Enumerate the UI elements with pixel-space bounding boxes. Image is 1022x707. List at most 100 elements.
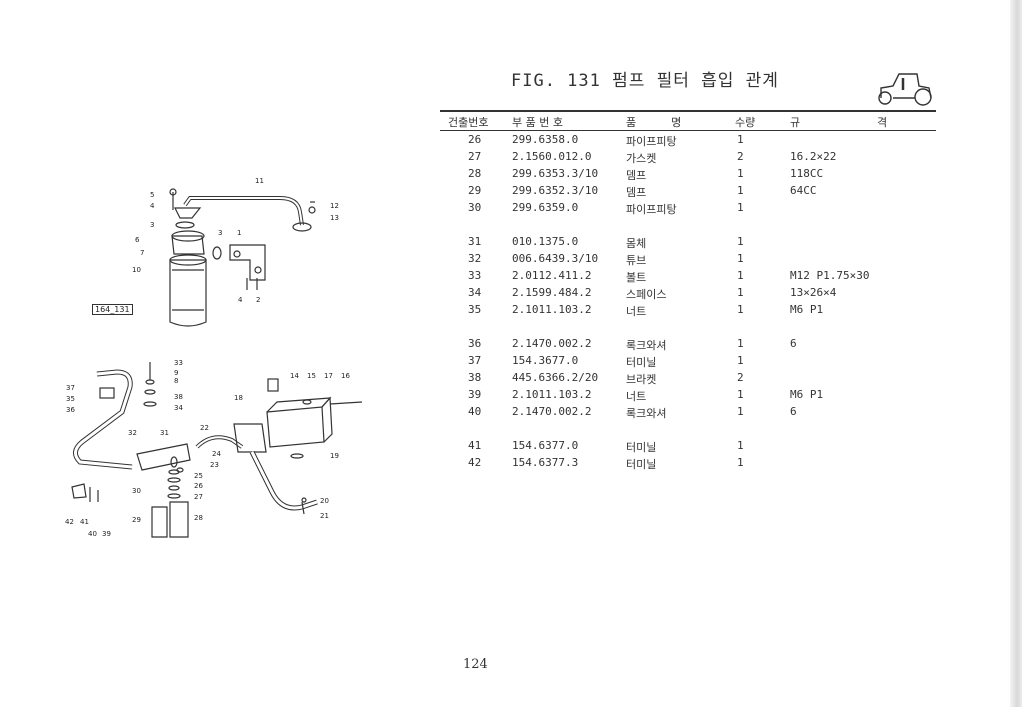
header-qty: 수량 — [735, 116, 756, 129]
quantity: 1 — [737, 456, 744, 469]
callout-42: 42 — [65, 518, 74, 526]
callout-8: 8 — [174, 377, 178, 385]
callout-11: 11 — [255, 177, 264, 185]
part-number: 2.1011.103.2 — [512, 388, 592, 401]
page-number: 124 — [463, 657, 488, 672]
item-no: 31 — [468, 235, 482, 248]
part-number: 2.1560.012.0 — [512, 150, 592, 163]
callout-7: 7 — [140, 249, 144, 257]
callout-27: 27 — [194, 493, 203, 501]
part-name: 터미닐 — [626, 441, 657, 454]
item-no: 39 — [468, 388, 482, 401]
callout-22: 22 — [200, 424, 209, 432]
part-number: 299.6353.3/10 — [512, 167, 599, 180]
callout-4: 4 — [150, 202, 155, 210]
item-no: 37 — [468, 354, 482, 367]
specification: 16.2×22 — [790, 150, 837, 163]
item-no: 40 — [468, 405, 482, 418]
item-no: 26 — [468, 133, 482, 146]
part-number: 2.1470.002.2 — [512, 337, 592, 350]
item-no: 30 — [468, 201, 482, 214]
quantity: 1 — [737, 286, 744, 299]
quantity: 1 — [737, 235, 744, 248]
header-name: 품 명 — [626, 116, 682, 129]
callout-36: 36 — [66, 406, 75, 414]
callout-14: 14 — [290, 372, 299, 380]
part-number: 299.6359.0 — [512, 201, 579, 214]
header-part-no: 부 품 번 호 — [512, 116, 563, 129]
exploded-drawing-pump: 33 9 8 37 35 36 38 34 14 15 17 16 18 32 … — [65, 359, 363, 538]
part-number: 006.6439.3/10 — [512, 252, 599, 265]
callout-18: 18 — [234, 394, 243, 402]
callout-33: 33 — [174, 359, 183, 367]
part-name: 파이프피탕 — [626, 135, 677, 148]
callout-9: 9 — [174, 369, 178, 377]
part-name: 터미닐 — [626, 458, 657, 471]
callout-15: 15 — [307, 372, 316, 380]
callout-41: 41 — [80, 518, 89, 526]
header-spec: 규 격 — [790, 116, 888, 129]
quantity: 1 — [737, 354, 744, 367]
quantity: 2 — [737, 150, 744, 163]
specification: 13×26×4 — [790, 286, 837, 299]
header-item-no: 건출번호 — [448, 116, 489, 129]
table-header-rule — [440, 130, 936, 131]
item-no: 36 — [468, 337, 482, 350]
callout-25: 25 — [194, 472, 203, 480]
specification: M6 P1 — [790, 303, 824, 316]
quantity: 1 — [737, 388, 744, 401]
part-name: 너트 — [626, 390, 647, 403]
part-number: 2.0112.411.2 — [512, 269, 592, 282]
part-name: 뎀프 — [626, 186, 647, 199]
callout-12: 12 — [330, 202, 339, 210]
part-name: 뎀프 — [626, 169, 647, 182]
part-name: 튜브 — [626, 254, 647, 267]
callout-1: 1 — [237, 229, 241, 237]
callout-29: 29 — [132, 516, 141, 524]
specification: M12 P1.75×30 — [790, 269, 870, 282]
quantity: 1 — [737, 269, 744, 282]
callout-2: 2 — [256, 296, 260, 304]
figure-title: FIG. 131 펌프 필터 흡입 관계 — [511, 71, 779, 91]
callout-31: 31 — [160, 429, 169, 437]
quantity: 1 — [737, 133, 744, 146]
part-name: 볼트 — [626, 271, 647, 284]
quantity: 1 — [737, 184, 744, 197]
quantity: 1 — [737, 201, 744, 214]
quantity: 1 — [737, 252, 744, 265]
part-number: 154.6377.3 — [512, 456, 579, 469]
callout-3b: 3 — [218, 229, 222, 237]
part-name: 터미닐 — [626, 356, 657, 369]
part-number: 299.6352.3/10 — [512, 184, 599, 197]
part-number: 2.1470.002.2 — [512, 405, 592, 418]
callout-26: 26 — [194, 482, 203, 490]
part-name: 가스켓 — [626, 152, 657, 165]
part-number: 445.6366.2/20 — [512, 371, 599, 384]
item-no: 34 — [468, 286, 482, 299]
callout-5: 5 — [150, 191, 154, 199]
item-no: 33 — [468, 269, 482, 282]
callout-21: 21 — [320, 512, 329, 520]
part-number: 154.3677.0 — [512, 354, 579, 367]
part-name: 파이프피탕 — [626, 203, 677, 216]
part-name: 스페이스 — [626, 288, 667, 301]
page-edge — [1010, 0, 1022, 707]
item-no: 35 — [468, 303, 482, 316]
quantity: 1 — [737, 303, 744, 316]
item-no: 28 — [468, 167, 482, 180]
part-number: 010.1375.0 — [512, 235, 579, 248]
quantity: 1 — [737, 405, 744, 418]
quantity: 1 — [737, 337, 744, 350]
part-name: 록크와셔 — [626, 407, 667, 420]
item-no: 29 — [468, 184, 482, 197]
part-name: 브라켓 — [626, 373, 657, 386]
callout-34: 34 — [174, 404, 183, 412]
